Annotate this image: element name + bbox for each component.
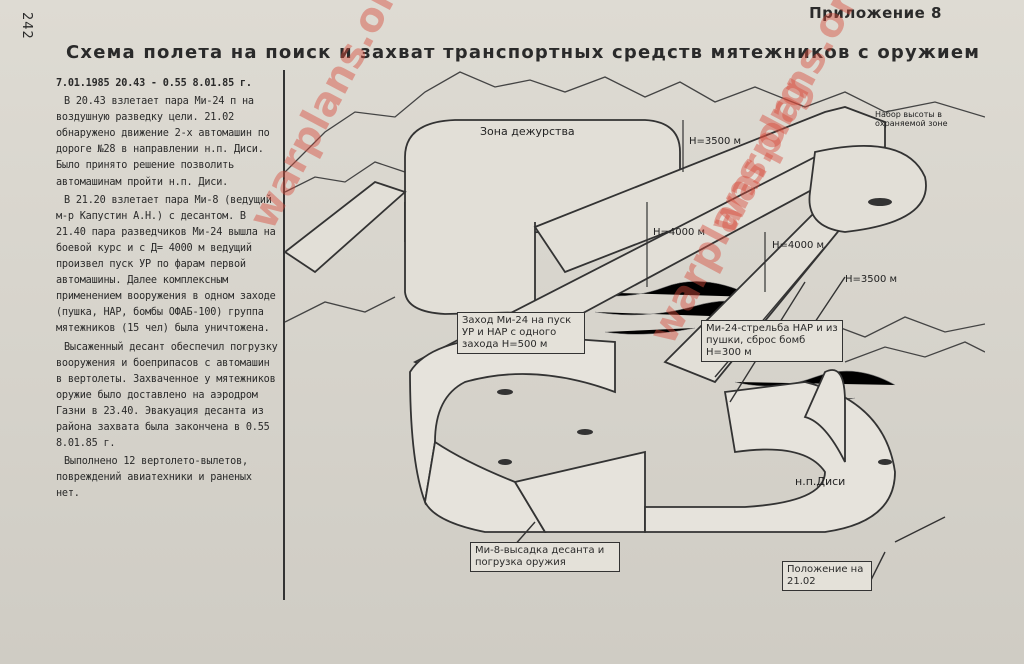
page-title: Схема полета на поиск и захват транспорт… — [66, 42, 981, 63]
height-markers — [646, 120, 766, 292]
paragraph-3: Высаженный десант обеспечил погрузку воо… — [56, 341, 278, 450]
paragraph-date: 7.01.1985 20.43 - 0.55 8.01.85 г. — [56, 78, 252, 89]
paragraph-2: В 21.20 взлетает пара Ми-8 (ведущий м-р … — [56, 194, 276, 335]
paragraph-1: В 20.43 взлетает пара Ми-24 п на воздушн… — [56, 96, 270, 188]
height-4000-left-label: Н=4000 м — [653, 227, 706, 238]
village-disi-label: н.п.Диси — [795, 475, 846, 488]
flight-diagram-drawing — [283, 71, 986, 583]
mi24-fire-label: Ми-24-стрельба НАР и из пушки, сброс бом… — [701, 320, 843, 362]
paragraph-4: Выполнено 12 вертолето-вылетов, поврежде… — [56, 456, 252, 500]
page-number: 242 — [19, 12, 34, 40]
climb-zone-label: Набор высоты в охраняемой зоне — [875, 110, 948, 128]
height-4000-right-label: Н=4000 м — [772, 240, 825, 251]
mi24-attack-approach-label: Заход Ми-24 на пуск УР и НАР с одного за… — [457, 312, 585, 354]
helicopter-icons — [497, 198, 892, 465]
flight-diagram: Зона дежурства Н=3500 м Н=4000 м Н=4000 … — [283, 62, 986, 607]
column-divider — [283, 70, 285, 600]
mi8-landing-label: Ми-8-высадка десанта и погрузка оружия — [470, 542, 620, 572]
height-3500-top-label: Н=3500 м — [689, 136, 742, 147]
appendix-label: Приложение 8 — [809, 4, 942, 22]
height-3500-right-label: Н=3500 м — [845, 274, 898, 285]
position-time-label: Положение на 21.02 — [782, 561, 872, 591]
target-area-arena — [409, 335, 896, 533]
duty-zone-label: Зона дежурства — [480, 125, 575, 138]
narrative-text: 7.01.1985 20.43 - 0.55 8.01.85 г. В 20.4… — [56, 76, 278, 504]
